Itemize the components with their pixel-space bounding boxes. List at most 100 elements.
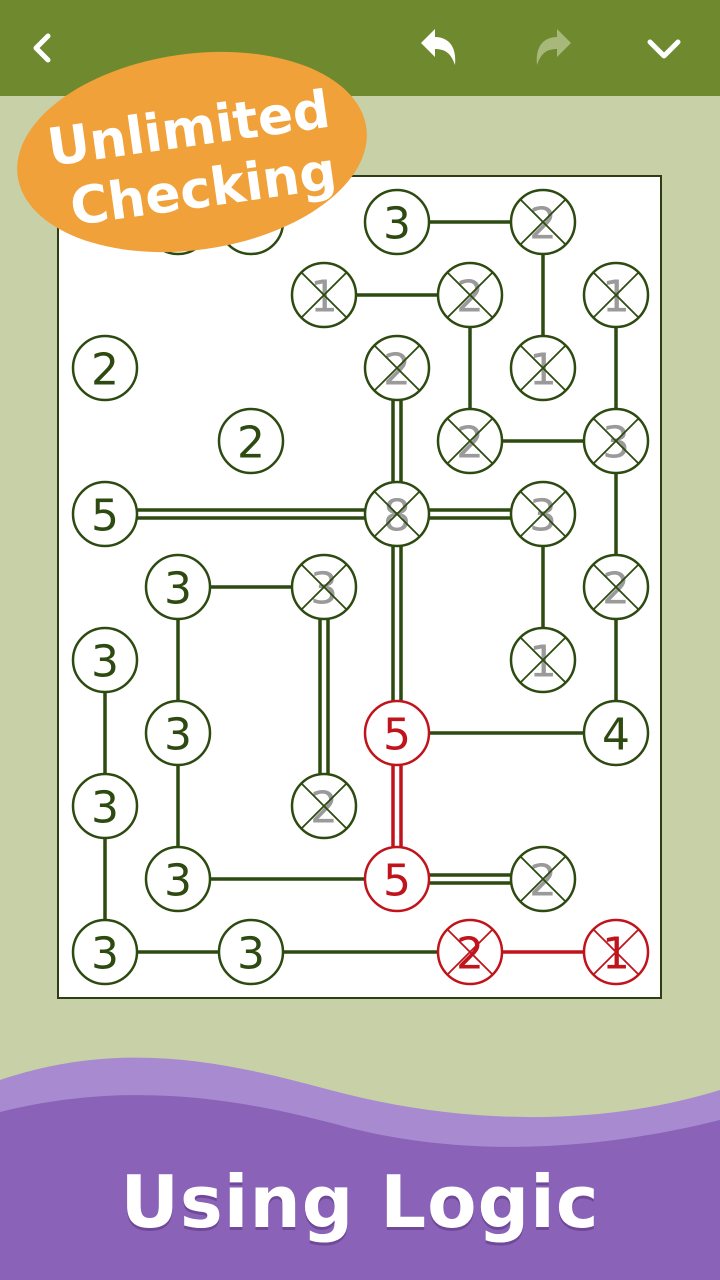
- completed-cross-mark: [592, 271, 640, 319]
- island-value: 8: [383, 491, 411, 542]
- island-b1[interactable]: 1: [290, 261, 358, 329]
- island-j2[interactable]: 5: [363, 845, 431, 913]
- island-c3[interactable]: 1: [509, 334, 577, 402]
- completed-cross-mark: [446, 417, 494, 465]
- island-value: 3: [91, 929, 119, 980]
- island-value: 1: [529, 345, 557, 396]
- island-circle: [363, 845, 431, 913]
- redo-button[interactable]: [522, 18, 582, 78]
- island-k4[interactable]: 1: [582, 918, 650, 986]
- island-k1[interactable]: 3: [71, 918, 139, 986]
- island-k2[interactable]: 3: [217, 918, 285, 986]
- island-b2[interactable]: 2: [436, 261, 504, 329]
- completed-cross-mark: [519, 636, 567, 684]
- island-circle: [71, 772, 139, 840]
- back-button[interactable]: [12, 18, 72, 78]
- completed-cross-mark: [519, 490, 567, 538]
- island-d1[interactable]: 2: [217, 407, 285, 475]
- completed-cross-mark: [592, 563, 640, 611]
- completed-cross-mark: [446, 928, 494, 976]
- island-value: 2: [456, 272, 484, 323]
- completed-cross-mark: [300, 563, 348, 611]
- island-circle: [71, 334, 139, 402]
- island-circle: [144, 845, 212, 913]
- island-d2[interactable]: 2: [436, 407, 504, 475]
- island-f3[interactable]: 2: [582, 553, 650, 621]
- island-circle: [582, 699, 650, 767]
- island-h3[interactable]: 4: [582, 699, 650, 767]
- completed-cross-mark: [519, 344, 567, 392]
- promo-badge: Unlimited Checking: [17, 51, 367, 253]
- island-value: 3: [164, 564, 192, 615]
- island-circle: [71, 626, 139, 694]
- island-circle: [144, 553, 212, 621]
- island-e3[interactable]: 3: [509, 480, 577, 548]
- chevron-down-icon: [647, 39, 681, 59]
- island-b3[interactable]: 1: [582, 261, 650, 329]
- island-value: 1: [602, 272, 630, 323]
- island-circle: [363, 699, 431, 767]
- island-value: 3: [310, 564, 338, 615]
- island-c1[interactable]: 2: [71, 334, 139, 402]
- island-value: 1: [529, 637, 557, 688]
- island-e2[interactable]: 8: [363, 480, 431, 548]
- island-j1[interactable]: 3: [144, 845, 212, 913]
- island-value: 3: [602, 418, 630, 469]
- island-h2[interactable]: 5: [363, 699, 431, 767]
- island-value: 2: [529, 856, 557, 907]
- island-value: 3: [91, 783, 119, 834]
- island-value: 5: [91, 491, 119, 542]
- undo-icon: [421, 29, 456, 65]
- island-circle: [217, 918, 285, 986]
- island-circle: [363, 188, 431, 256]
- island-i1[interactable]: 3: [71, 772, 139, 840]
- island-j3[interactable]: 2: [509, 845, 577, 913]
- island-value: 2: [456, 929, 484, 980]
- island-f2[interactable]: 3: [290, 553, 358, 621]
- island-a1[interactable]: 3: [363, 188, 431, 256]
- island-g1[interactable]: 3: [71, 626, 139, 694]
- island-h1[interactable]: 3: [144, 699, 212, 767]
- completed-cross-mark: [592, 417, 640, 465]
- island-c2[interactable]: 2: [363, 334, 431, 402]
- footer-wave: [0, 1057, 720, 1280]
- island-e1[interactable]: 5: [71, 480, 139, 548]
- island-f1[interactable]: 3: [144, 553, 212, 621]
- island-value: 3: [164, 710, 192, 761]
- chevron-left-icon: [33, 33, 51, 63]
- island-i2[interactable]: 2: [290, 772, 358, 840]
- menu-dropdown-button[interactable]: [634, 18, 694, 78]
- undo-button[interactable]: [410, 18, 470, 78]
- island-value: 3: [383, 199, 411, 250]
- island-value: 5: [383, 856, 411, 907]
- island-value: 3: [91, 637, 119, 688]
- island-value: 2: [383, 345, 411, 396]
- island-value: 2: [237, 418, 265, 469]
- island-value: 5: [383, 710, 411, 761]
- completed-cross-mark: [300, 782, 348, 830]
- island-circle: [71, 480, 139, 548]
- island-value: 2: [456, 418, 484, 469]
- completed-cross-mark: [373, 344, 421, 392]
- completed-cross-mark: [592, 928, 640, 976]
- island-value: 2: [529, 199, 557, 250]
- island-value: 1: [602, 929, 630, 980]
- completed-cross-mark: [300, 271, 348, 319]
- island-value: 3: [237, 929, 265, 980]
- footer-caption: Using Logic: [120, 1160, 600, 1244]
- completed-cross-mark: [519, 198, 567, 246]
- island-circle: [144, 699, 212, 767]
- island-k3[interactable]: 2: [436, 918, 504, 986]
- island-value: 2: [310, 783, 338, 834]
- island-a2[interactable]: 2: [509, 188, 577, 256]
- island-d3[interactable]: 3: [582, 407, 650, 475]
- island-value: 3: [529, 491, 557, 542]
- island-circle: [71, 918, 139, 986]
- island-g2[interactable]: 1: [509, 626, 577, 694]
- island-value: 2: [602, 564, 630, 615]
- redo-icon: [536, 29, 571, 65]
- completed-cross-mark: [373, 490, 421, 538]
- completed-cross-mark: [519, 855, 567, 903]
